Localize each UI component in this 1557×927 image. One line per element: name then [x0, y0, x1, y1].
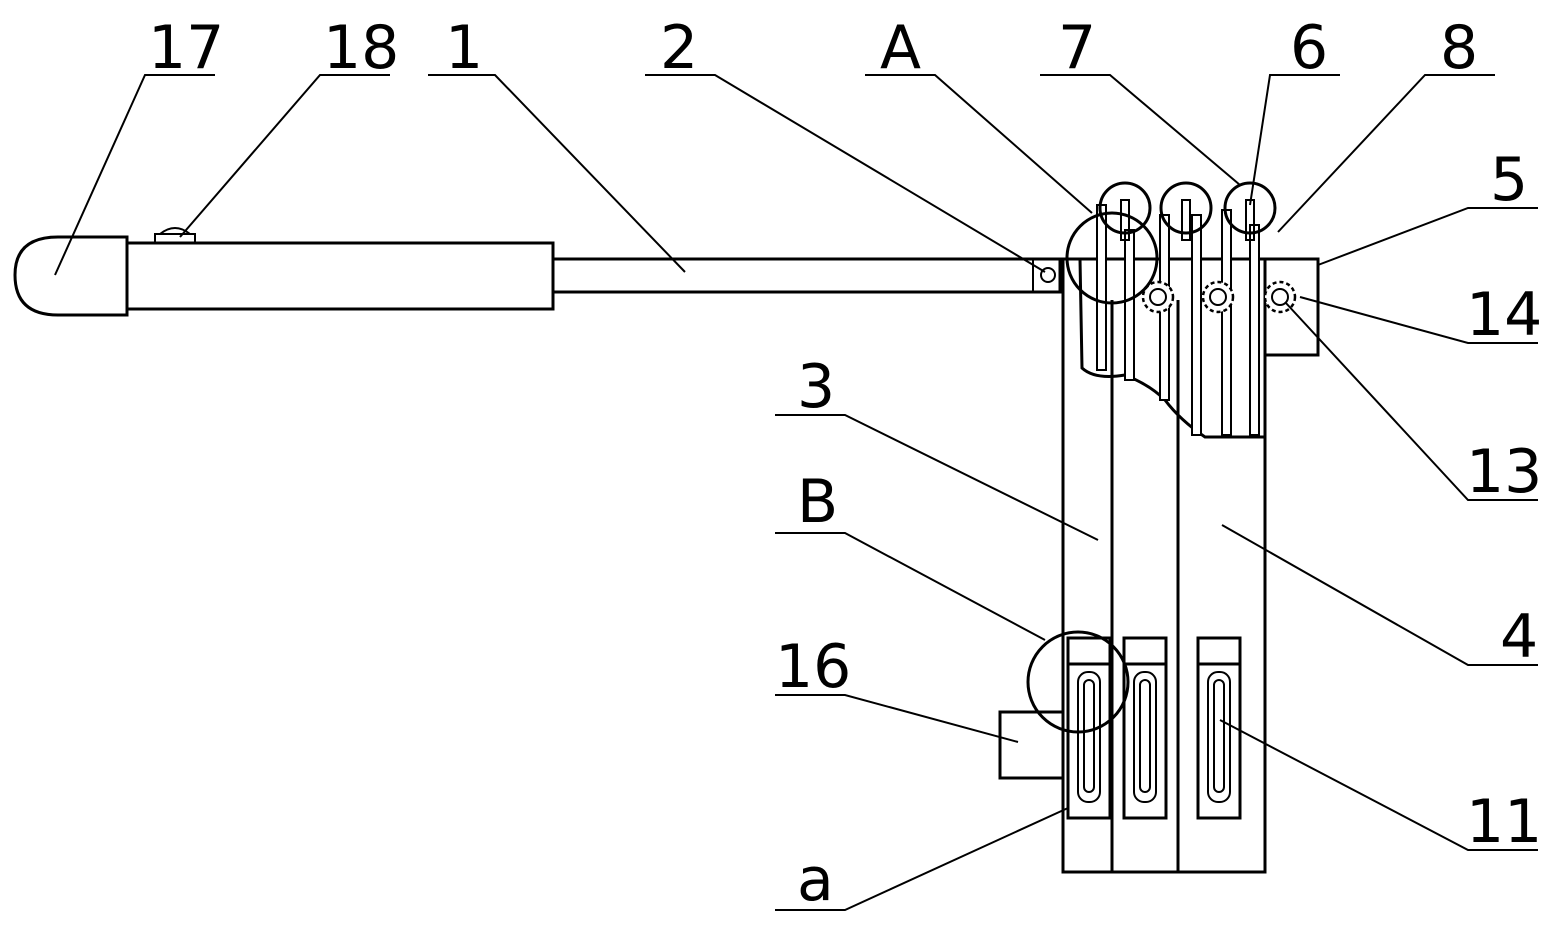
slot-inner-core — [1083, 679, 1095, 793]
label-17: 17 — [148, 13, 224, 83]
leader-lines — [54, 74, 1538, 911]
label-4: 4 — [1500, 602, 1538, 672]
shaft — [1221, 209, 1232, 436]
leader-13 — [1284, 301, 1538, 501]
knob — [1223, 181, 1277, 235]
leader-18 — [179, 74, 390, 238]
knob-slot — [1120, 199, 1130, 241]
grip-body — [13, 235, 129, 317]
leader-1 — [428, 74, 686, 273]
slot-inner — [1133, 671, 1157, 803]
label-8: 8 — [1440, 13, 1478, 83]
handle-tube — [125, 241, 555, 311]
knob — [1159, 181, 1213, 235]
leader-4 — [1221, 524, 1538, 666]
slot-inner — [1207, 671, 1231, 803]
detail-circle-A — [1065, 211, 1159, 305]
label-13: 13 — [1466, 437, 1542, 507]
leader-11 — [1219, 719, 1538, 851]
leader-8 — [1277, 74, 1495, 233]
slot-group — [1066, 636, 1242, 820]
leader-7 — [1040, 74, 1241, 186]
gear-hub — [1209, 288, 1227, 306]
leader-2 — [645, 74, 1046, 273]
label-5: 5 — [1490, 145, 1528, 215]
label-3: 3 — [797, 352, 835, 422]
label-2: 2 — [660, 13, 698, 83]
slot-cap — [1196, 636, 1242, 666]
side-block-16 — [998, 710, 1065, 780]
slot-inner — [1077, 671, 1101, 803]
label-A: A — [880, 13, 921, 83]
rod-1 — [551, 257, 1062, 294]
label-a: a — [797, 845, 834, 915]
plate-assembly — [998, 181, 1320, 874]
slot-cap — [1066, 636, 1112, 666]
label-6: 6 — [1290, 13, 1328, 83]
shaft — [1124, 229, 1135, 381]
gear-row — [1141, 280, 1297, 314]
gear-hub — [1149, 288, 1167, 306]
label-B: B — [797, 467, 838, 537]
leader-a — [775, 807, 1069, 911]
reference-numerals: 17 18 1 2 A 7 6 8 5 14 13 3 B 4 16 11 a — [148, 13, 1542, 915]
knob-slot — [1181, 199, 1191, 241]
leader-3 — [775, 414, 1099, 541]
leader-B — [775, 532, 1046, 641]
shaft — [1249, 224, 1260, 436]
leader-14 — [1299, 296, 1538, 344]
leader-16 — [775, 694, 1019, 743]
handle-assembly — [13, 227, 1064, 317]
section-hatched-head — [1078, 257, 1320, 439]
slot-inner-core — [1213, 679, 1225, 793]
detail-circle-B — [1026, 630, 1130, 734]
slot-inner-core — [1139, 679, 1151, 793]
knob — [1098, 181, 1152, 235]
label-16: 16 — [775, 632, 851, 702]
leader-5 — [1317, 207, 1538, 266]
gear — [1141, 280, 1175, 314]
label-11: 11 — [1466, 787, 1542, 857]
slot-cap — [1122, 636, 1168, 666]
pivot-pin — [1040, 267, 1056, 283]
shaft — [1191, 214, 1202, 436]
label-1: 1 — [445, 13, 483, 83]
leader-17 — [54, 74, 215, 276]
top-knobs — [1098, 181, 1277, 241]
label-18: 18 — [323, 13, 399, 83]
leader-6 — [1249, 74, 1340, 206]
leader-A — [865, 74, 1093, 214]
gear-hub — [1271, 288, 1289, 306]
label-7: 7 — [1058, 13, 1096, 83]
label-14: 14 — [1466, 280, 1542, 350]
shaft — [1096, 204, 1107, 371]
trigger-button — [154, 227, 196, 243]
gear — [1201, 280, 1235, 314]
